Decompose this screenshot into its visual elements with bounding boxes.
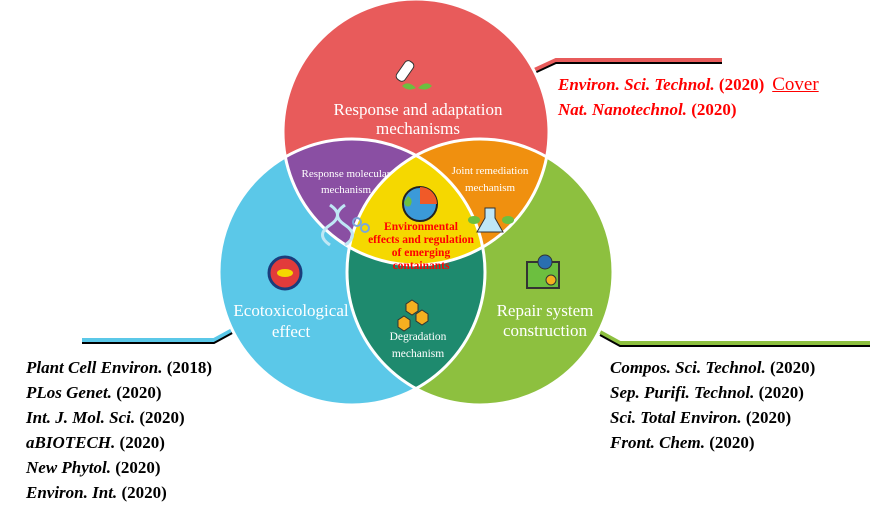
cover-link[interactable]: Cover	[772, 74, 819, 95]
ref-item: Environ. Sci. Technol. (2020) Cover	[558, 72, 819, 97]
ref-item: Compos. Sci. Technol. (2020)	[610, 355, 815, 380]
top-right-label-1: Joint remediation	[452, 165, 529, 177]
ref-year: (2020)	[709, 433, 755, 452]
molecule-icon	[397, 299, 429, 332]
ref-journal: aBIOTECH.	[26, 433, 116, 452]
top-left-label-2: mechanism	[321, 184, 372, 196]
ref-journal: Environ. Int.	[26, 483, 118, 502]
refs-right: Compos. Sci. Technol. (2020) Sep. Purifi…	[610, 355, 815, 455]
ref-year: (2020)	[115, 458, 161, 477]
top-label-1: Response and adaptation	[333, 100, 503, 119]
right-label-2: construction	[503, 321, 588, 340]
ref-journal: Int. J. Mol. Sci.	[26, 408, 136, 427]
ref-item: PLos Genet. (2020)	[26, 380, 212, 405]
right-label-1: Repair system	[497, 301, 594, 320]
refs-top: Environ. Sci. Technol. (2020) Cover Nat. …	[558, 72, 819, 122]
ref-year: (2020)	[121, 483, 167, 502]
ref-item: Environ. Int. (2020)	[26, 480, 212, 505]
ref-year: (2020)	[119, 433, 165, 452]
connector-line-left	[82, 326, 237, 342]
ref-item: Nat. Nanotechnol. (2020)	[558, 97, 819, 122]
ref-year: (2020)	[691, 100, 737, 119]
bottom-label-1: Degradation	[390, 331, 447, 343]
ref-year: (2020)	[116, 383, 162, 402]
ref-journal: Environ. Sci. Technol.	[558, 75, 715, 94]
ref-year: (2020)	[745, 408, 792, 427]
ref-journal: PLos Genet.	[26, 383, 112, 402]
test-tube-plant-icon	[395, 60, 432, 90]
center-label-1: Environmental	[384, 221, 458, 233]
ref-item: Int. J. Mol. Sci. (2020)	[26, 405, 212, 430]
earth-radar-icon	[402, 186, 438, 222]
ref-journal: Compos. Sci. Technol.	[610, 358, 766, 377]
ref-year: (2020)	[139, 408, 185, 427]
top-left-label-1: Response molecular	[302, 168, 391, 180]
ref-journal: Sep. Purifi. Technol.	[610, 383, 755, 402]
top-label-2: mechanisms	[376, 119, 460, 138]
center-label-4: containants	[393, 260, 450, 272]
refs-left: Plant Cell Environ. (2018) PLos Genet. (…	[26, 355, 212, 505]
circuit-board-icon	[526, 254, 560, 289]
ref-item: Front. Chem. (2020)	[610, 430, 815, 455]
ref-year: (2018)	[166, 358, 213, 377]
left-label-1: Ecotoxicological	[233, 301, 348, 320]
ref-item: aBIOTECH. (2020)	[26, 430, 212, 455]
flask-leaves-icon	[468, 207, 514, 233]
ref-item: Sci. Total Environ. (2020)	[610, 405, 815, 430]
ref-journal: New Phytol.	[26, 458, 111, 477]
ref-item: Sep. Purifi. Technol. (2020)	[610, 380, 815, 405]
ref-journal: Plant Cell Environ.	[26, 358, 163, 377]
ref-item: Plant Cell Environ. (2018)	[26, 355, 212, 380]
ref-journal: Sci. Total Environ.	[610, 408, 742, 427]
left-label-2: effect	[272, 322, 311, 341]
virus-icon	[267, 255, 303, 291]
top-right-label-2: mechanism	[465, 182, 516, 194]
center-label-2: effects and regulation	[368, 234, 474, 246]
bottom-label-2: mechanism	[392, 348, 444, 360]
dna-icon	[321, 203, 370, 247]
ref-journal: Nat. Nanotechnol.	[558, 100, 687, 119]
ref-year: (2020)	[758, 383, 804, 402]
ref-item: New Phytol. (2020)	[26, 455, 212, 480]
ref-year: (2020)	[769, 358, 816, 377]
connector-line-right	[599, 330, 870, 345]
connector-line-top	[527, 58, 722, 75]
ref-year: (2020)	[718, 75, 765, 94]
ref-journal: Front. Chem.	[610, 433, 705, 452]
center-label-3: of emerging	[392, 247, 451, 259]
